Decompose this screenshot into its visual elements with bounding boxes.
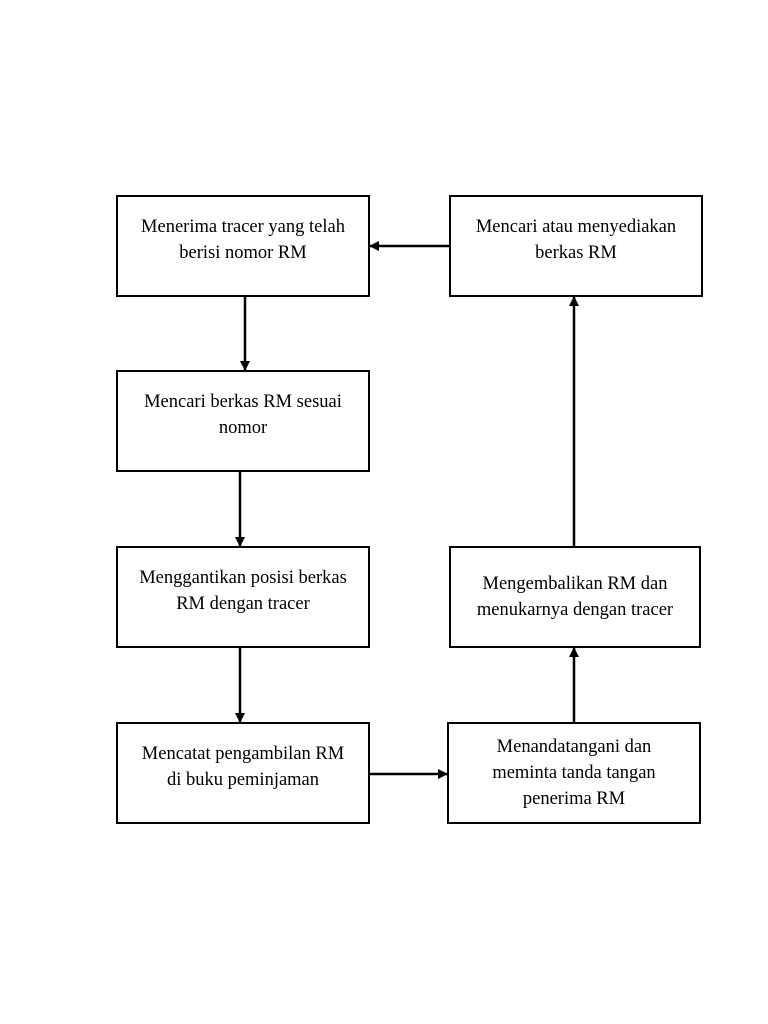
step-text: Mencatat pengambilan RM di buku peminjam… <box>141 744 345 790</box>
step-text: Mengembalikan RM dan menukarnya dengan t… <box>476 574 674 620</box>
step-text: Menerima tracer yang telah berisi nomor … <box>141 217 345 263</box>
step-text: Mencari atau menyediakan berkas RM <box>475 217 677 263</box>
step-box-log-borrowing: Mencatat pengambilan RM di buku peminjam… <box>116 722 370 824</box>
step-text: Menggantikan posisi berkas RM dengan tra… <box>139 568 347 614</box>
step-text: Mencari berkas RM sesuai nomor <box>144 392 342 438</box>
step-box-return-record: Mengembalikan RM dan menukarnya dengan t… <box>449 546 701 648</box>
step-box-receive-tracer: Menerima tracer yang telah berisi nomor … <box>116 195 370 297</box>
step-box-sign-receipt: Menandatangani dan meminta tanda tangan … <box>447 722 701 824</box>
step-box-find-record: Mencari berkas RM sesuai nomor <box>116 370 370 472</box>
step-text: Menandatangani dan meminta tanda tangan … <box>492 737 656 809</box>
step-box-replace-with-tracer: Menggantikan posisi berkas RM dengan tra… <box>116 546 370 648</box>
step-box-provide-record: Mencari atau menyediakan berkas RM <box>449 195 703 297</box>
